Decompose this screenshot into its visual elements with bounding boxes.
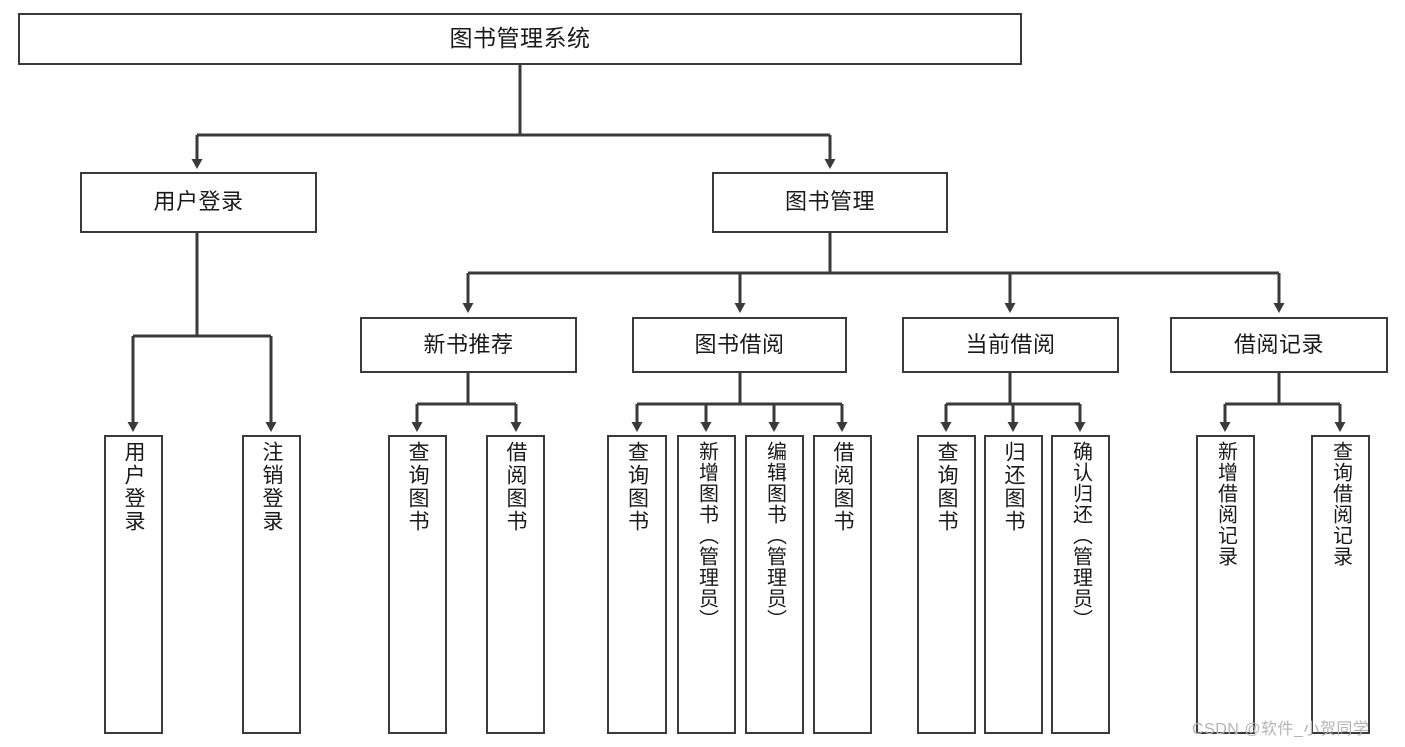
node-book-management[interactable]: 图书管理 [712, 172, 948, 233]
leaf-add-borrow-record[interactable]: 新增借阅记录 [1196, 435, 1255, 734]
node-label: 当前借阅 [965, 331, 1056, 357]
leaf-borrow-book[interactable]: 借阅图书 [813, 435, 872, 734]
node-label: 借阅图书 [831, 441, 854, 533]
leaf-borrow-book-recommend[interactable]: 借阅图书 [486, 435, 545, 734]
node-label: 新书推荐 [423, 331, 514, 357]
node-book-management-system[interactable]: 图书管理系统 [18, 13, 1022, 65]
leaf-confirm-return-admin[interactable]: 确认归还（管理员） [1051, 435, 1110, 734]
csdn-watermark: CSDN @软件_小贺同学 [1192, 721, 1370, 738]
node-label: 借阅图书 [504, 441, 527, 533]
leaf-query-borrow-record[interactable]: 查询借阅记录 [1311, 435, 1370, 734]
node-label: 用户登录 [153, 189, 244, 215]
node-label: 图书借阅 [694, 331, 785, 357]
node-current-borrow[interactable]: 当前借阅 [902, 317, 1119, 373]
leaf-user-login[interactable]: 用户登录 [104, 435, 163, 734]
leaf-logout-login[interactable]: 注销登录 [242, 435, 301, 734]
node-label: 新增借阅记录 [1214, 441, 1237, 567]
node-label: 编辑图书（管理员） [763, 441, 786, 630]
node-user-login[interactable]: 用户登录 [80, 172, 317, 233]
node-label: 查询图书 [625, 441, 649, 533]
node-label: 用户登录 [122, 441, 145, 533]
node-book-borrow[interactable]: 图书借阅 [632, 317, 847, 373]
node-label: 图书管理系统 [449, 25, 591, 52]
node-borrow-record[interactable]: 借阅记录 [1170, 317, 1388, 373]
leaf-add-book-admin[interactable]: 新增图书（管理员） [677, 435, 736, 734]
node-new-book-recommend[interactable]: 新书推荐 [360, 317, 577, 373]
node-label: 归还图书 [1002, 441, 1025, 533]
node-label: 新增图书（管理员） [695, 441, 718, 630]
leaf-query-book-current[interactable]: 查询图书 [917, 435, 976, 734]
leaf-return-book[interactable]: 归还图书 [984, 435, 1043, 734]
leaf-query-book-recommend[interactable]: 查询图书 [388, 435, 447, 734]
node-label: 查询图书 [406, 441, 429, 533]
node-label: 图书管理 [784, 189, 875, 215]
node-label: 借阅记录 [1233, 331, 1324, 357]
leaf-query-book-borrow[interactable]: 查询图书 [607, 435, 667, 734]
node-label: 查询图书 [935, 441, 958, 533]
node-label: 查询借阅记录 [1329, 441, 1352, 567]
node-label: 确认归还（管理员） [1069, 441, 1092, 630]
leaf-edit-book-admin[interactable]: 编辑图书（管理员） [745, 435, 804, 734]
node-label: 注销登录 [260, 441, 283, 533]
